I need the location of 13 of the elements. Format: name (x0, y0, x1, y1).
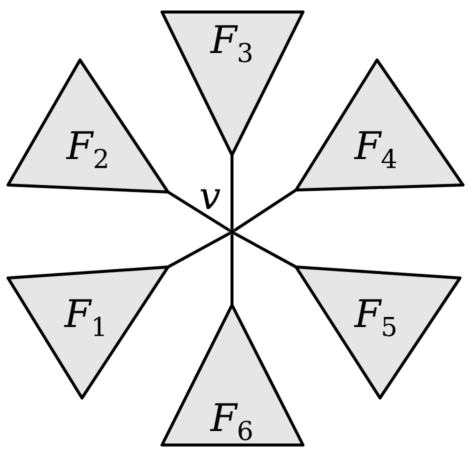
edge-line (230, 235, 234, 305)
face-label: F$_{5}$ (354, 295, 398, 341)
edge-line (234, 188, 297, 232)
edge-line (230, 155, 234, 229)
edge-line (167, 190, 230, 232)
edge-line (167, 232, 230, 268)
face-label: F$_{3}$ (210, 21, 254, 67)
face-label: F$_{4}$ (354, 127, 398, 173)
face-label: F$_{2}$ (66, 127, 110, 173)
edge-line (234, 232, 297, 268)
face-label: F$_{1}$ (64, 295, 108, 341)
vertex-label: v (199, 177, 221, 215)
face-label: F$_{6}$ (210, 399, 254, 445)
